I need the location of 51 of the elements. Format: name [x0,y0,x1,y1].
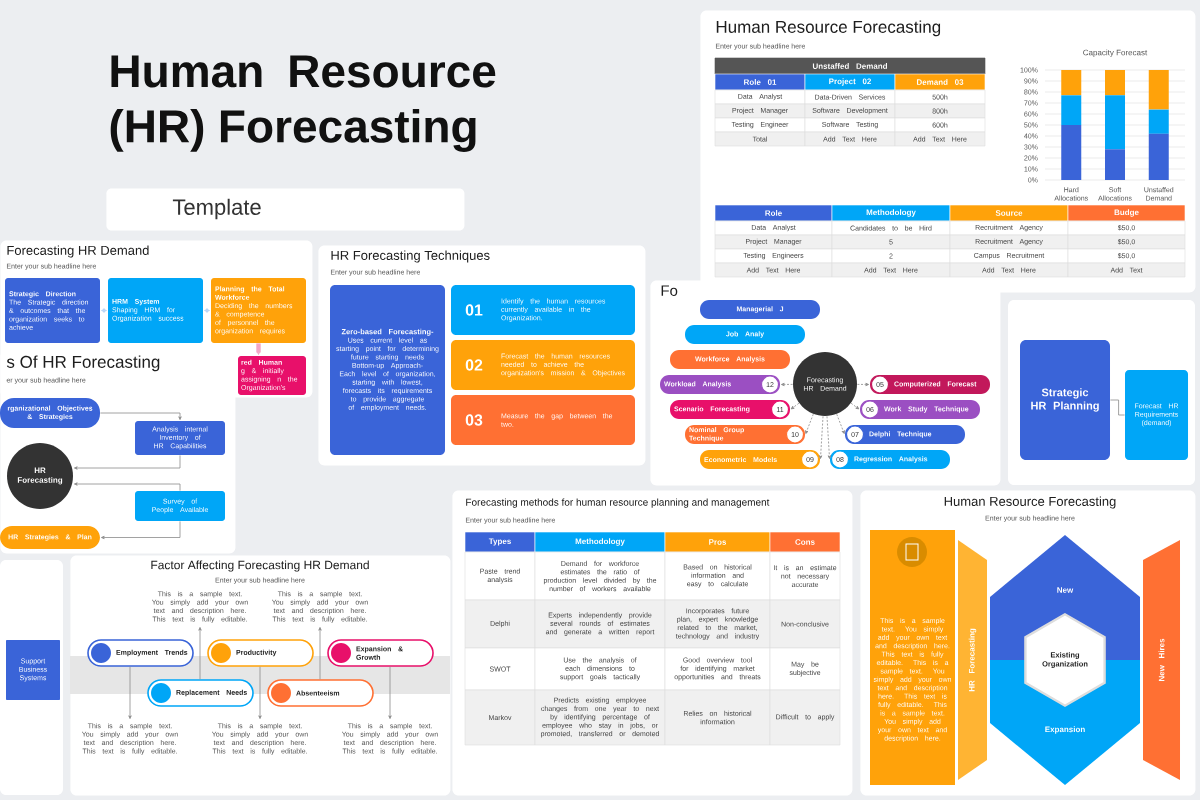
table-header: Role [714,204,833,222]
side-panel: New Hires [1143,540,1180,780]
arrow [857,382,869,387]
table-header: Cons [769,531,841,553]
planning-box: Strategic HR Planning [1020,340,1110,460]
bar [1105,149,1126,181]
arrow [256,343,261,355]
arrow [100,412,182,420]
table-header: Methodology [831,204,951,222]
table-header: Unstaffed Demand [714,57,986,75]
chart-title: Capacity Forecast [1083,49,1148,57]
node-label: Factor Affecting Forecasting HR Demand [151,560,369,572]
bar [1148,133,1169,181]
bar [1061,95,1082,125]
node-label: Human Resource Forecasting [716,20,941,37]
side-panel: HR Forecasting [958,540,987,780]
title: Human Resource (HR) Forecasting [110,55,496,152]
arrow [258,666,262,719]
bar [1105,70,1126,96]
arrow [826,415,832,459]
table-header: Demand 03 [894,73,986,91]
table-header: Source [949,204,1069,222]
table-header: Role 01 [714,73,806,91]
arrow [101,308,107,313]
arrow [74,482,181,491]
arrow [388,666,392,719]
arrow [805,413,814,434]
bar [1105,95,1126,150]
arrow [198,627,202,680]
node-label: Forecasting methods for human resource planning and management [466,498,770,508]
bar [1061,125,1082,181]
arrow [101,521,181,540]
arrow [74,455,181,470]
bar [1061,70,1082,96]
table-header: Budge [1067,204,1186,222]
table-header: Project 02 [804,73,896,91]
arrow [204,308,210,313]
arrow [819,415,824,459]
table-header: Types [464,531,536,553]
node-label: s Of HR Forecasting [6,355,160,372]
bar [1148,70,1169,110]
bar [1148,109,1169,134]
arrow [128,666,132,719]
arrow [318,627,322,680]
subtitle-box: Template [106,188,465,231]
table-header: Methodology [534,531,666,553]
arrow [781,382,793,387]
arrow [836,413,845,434]
table-header: Pros [664,531,771,553]
arrow [850,402,860,410]
arrow [790,402,800,410]
